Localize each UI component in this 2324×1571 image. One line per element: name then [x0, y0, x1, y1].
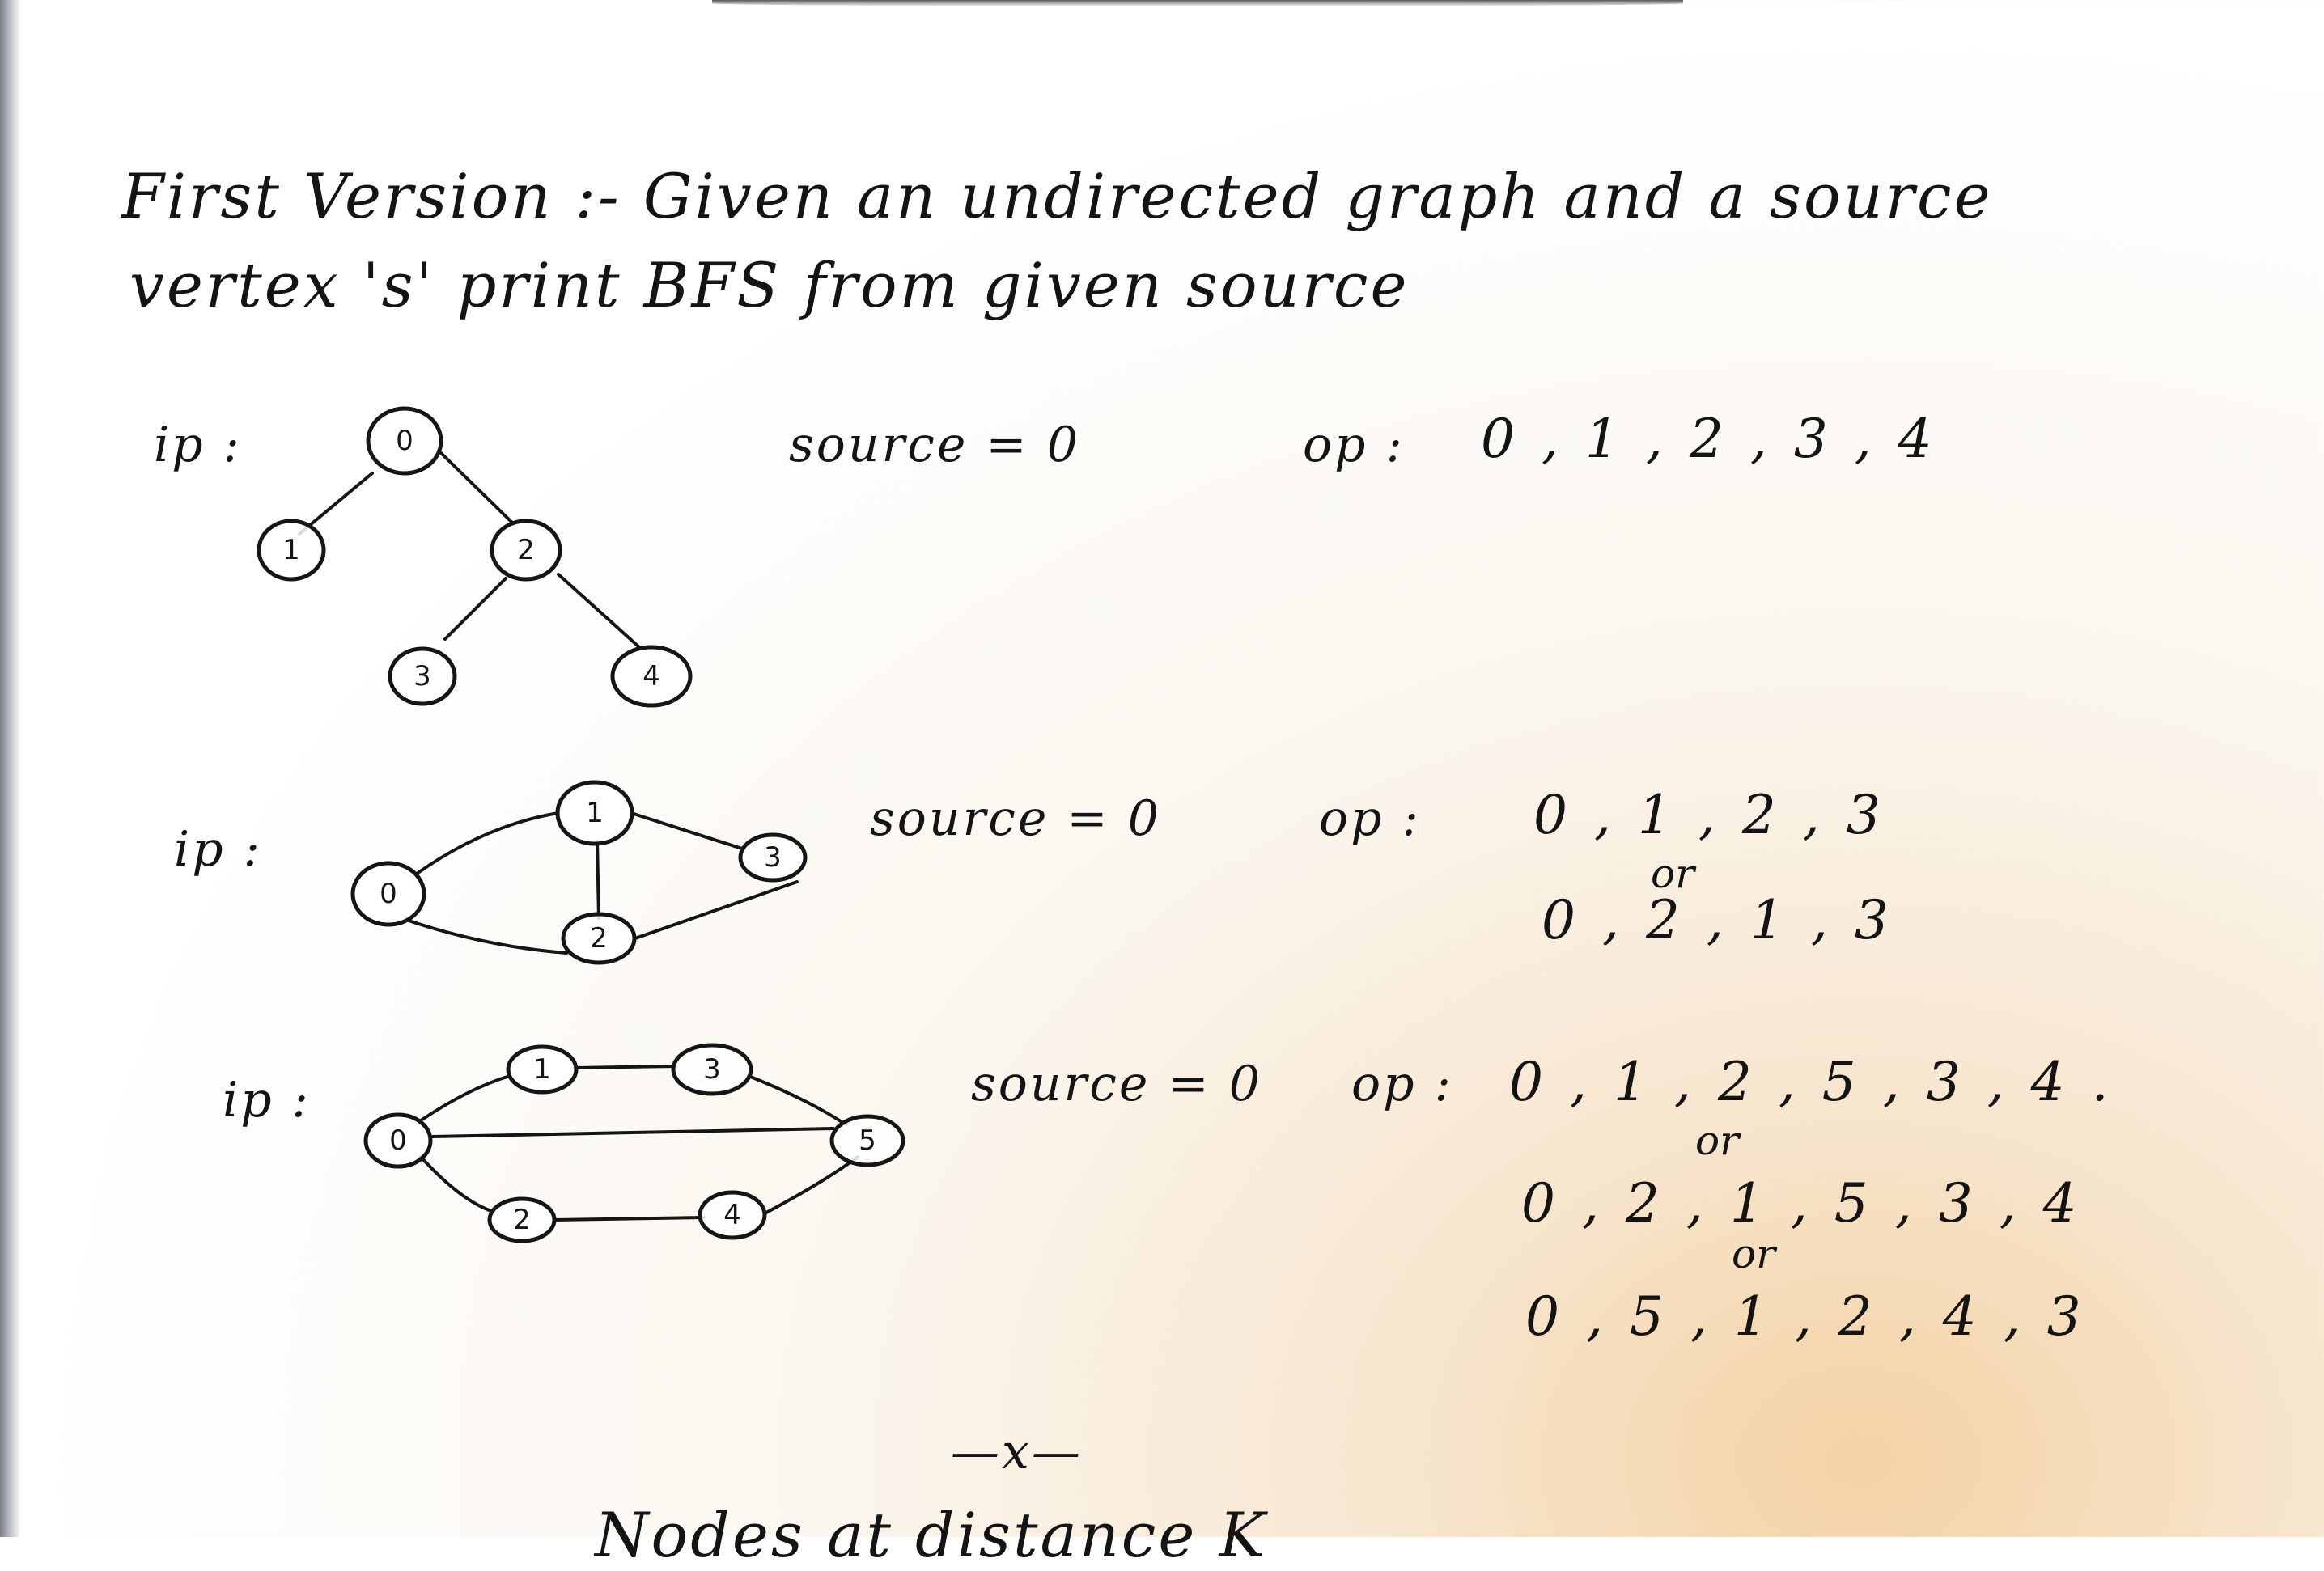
node-3: 3: [388, 646, 457, 706]
edge-1-3: [573, 1065, 677, 1069]
example-3-or-2: or: [1732, 1230, 1776, 1277]
page-edge-shadow: [0, 0, 21, 1537]
svg-text:1: 1: [586, 797, 604, 829]
svg-text:2: 2: [513, 1204, 531, 1236]
example-2-op-label: op :: [1319, 790, 1421, 847]
edge-0-1: [419, 1074, 511, 1122]
svg-text:1: 1: [282, 534, 300, 566]
node-3: 3: [738, 832, 808, 883]
node-1: 1: [506, 1044, 579, 1095]
example-3-output-1: 0 , 1 , 2 , 5 , 3 , 4 .: [1509, 1051, 2114, 1113]
node-2: 2: [561, 912, 637, 965]
page-top-shadow: [712, 0, 1683, 6]
edge-1-2: [596, 840, 600, 920]
svg-text:0: 0: [389, 1124, 407, 1157]
edge-2-4: [553, 1216, 706, 1222]
example-2-or: or: [1651, 850, 1695, 897]
node-0: 0: [366, 406, 443, 476]
edge-2-4: [557, 573, 641, 649]
edge-4-5: [763, 1155, 859, 1215]
svg-text:2: 2: [590, 922, 608, 955]
node-3: 3: [671, 1043, 753, 1096]
example-3-output-3: 0 , 5 , 1 , 2 , 4 , 3: [1525, 1285, 2086, 1348]
node-1: 1: [257, 519, 326, 582]
node-0: 0: [350, 861, 426, 927]
svg-text:2: 2: [517, 534, 535, 566]
example-3-ip-label: ip :: [223, 1072, 311, 1128]
example-2-ip-label: ip :: [174, 821, 262, 878]
node-2: 2: [490, 519, 562, 582]
example-2-source: source = 0: [870, 790, 1161, 847]
edge-2-3: [634, 880, 799, 940]
example-2-output-1: 0 , 1 , 2 , 3: [1533, 784, 1885, 846]
example-1-source: source = 0: [789, 417, 1080, 473]
svg-text:0: 0: [380, 878, 397, 910]
example-1-op-label: op :: [1303, 417, 1405, 473]
svg-text:5: 5: [859, 1124, 876, 1157]
edge-0-2: [407, 919, 568, 955]
example-1-graph: 0 1 2 3 4: [257, 406, 693, 708]
node-4: 4: [610, 645, 693, 708]
edge-0-5: [431, 1127, 835, 1138]
svg-text:3: 3: [413, 660, 431, 692]
edge-0-1: [298, 472, 374, 536]
edge-1-3: [630, 811, 746, 851]
example-1-ip-label: ip :: [154, 417, 242, 473]
node-5: 5: [829, 1114, 905, 1167]
footer-partial-heading: Nodes at distance K: [595, 1499, 1268, 1571]
svg-text:0: 0: [396, 425, 413, 457]
node-4: 4: [698, 1190, 767, 1240]
node-1: 1: [555, 780, 634, 846]
node-0: 0: [363, 1112, 433, 1169]
example-3-op-label: op :: [1351, 1056, 1453, 1112]
edge-0-2: [439, 451, 515, 526]
edge-0-1: [415, 811, 560, 875]
title-line-1: First Version :- Given an undirected gra…: [121, 160, 1993, 232]
section-separator: —x—: [951, 1424, 1083, 1480]
svg-text:3: 3: [703, 1053, 721, 1086]
edge-2-3: [443, 577, 507, 641]
example-2-output-2: 0 , 2 , 1 , 3: [1542, 889, 1894, 951]
example-3-source: source = 0: [971, 1056, 1262, 1112]
svg-text:4: 4: [642, 660, 660, 692]
svg-text:3: 3: [764, 841, 782, 874]
edge-3-5: [747, 1074, 847, 1126]
example-2-graph: 0 1 2 3: [350, 780, 808, 965]
node-2: 2: [487, 1196, 557, 1243]
edge-0-2: [419, 1155, 495, 1213]
example-3-graph: 0 1 2 3 4 5: [363, 1043, 905, 1243]
example-3-output-2: 0 , 2 , 1 , 5 , 3 , 4: [1521, 1172, 2082, 1234]
example-3-or-1: or: [1695, 1117, 1740, 1164]
svg-text:1: 1: [533, 1053, 551, 1086]
title-line-2: vertex 's' print BFS from given source: [129, 249, 1410, 321]
svg-text:4: 4: [723, 1199, 741, 1231]
example-1-output-1: 0 , 1 , 2 , 3 , 4: [1481, 408, 1937, 470]
